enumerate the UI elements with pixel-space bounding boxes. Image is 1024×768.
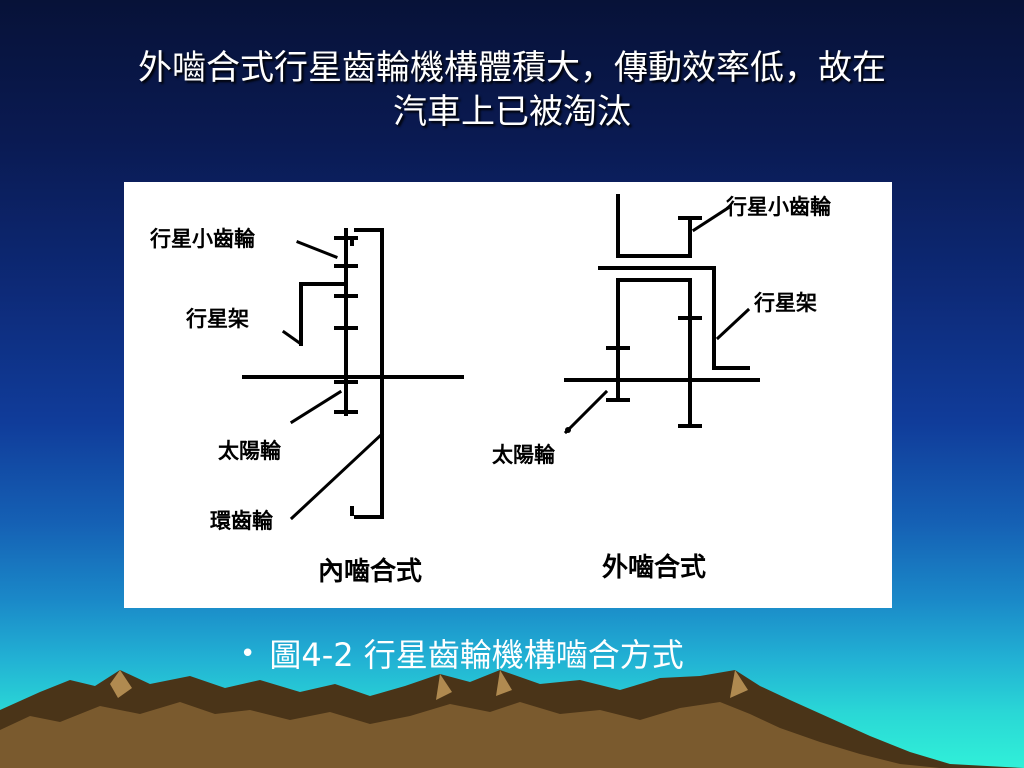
internal-ring-gear [354,228,384,519]
label-int-ring-gear: 環齒輪 [210,509,274,533]
label-int-name: 內嚙合式 [318,556,422,587]
gear-diagram: 行星小齒輪 行星架 太陽輪 環齒輪 內嚙合式 行星小齒輪 行星架 太陽輪 外嚙合… [149,194,832,587]
label-int-sun-gear: 太陽輪 [218,439,282,463]
leader-ext-sun-gear [563,389,609,435]
leader-planet-pinion [296,240,338,259]
label-ext-carrier: 行星架 [753,291,817,315]
leader-carrier [281,329,304,347]
label-ext-planet-pinion: 行星小齒輪 [725,195,832,219]
leader-ring-gear [289,431,385,521]
bullet: • [240,639,256,669]
external-carrier [616,278,692,428]
mountain-landscape [0,670,1024,768]
label-ext-sun-gear: 太陽輪 [492,443,556,467]
external-gear-drawing [563,194,760,435]
label-int-carrier: 行星架 [185,307,249,331]
caption-text: 圖4-2 行星齒輪機構嚙合方式 [269,636,684,674]
slide-title: 外嚙合式行星齒輪機構體積大，傳動效率低，故在 汽車上已被淘汰 [40,46,984,134]
figure-caption: • 圖4-2 行星齒輪機構嚙合方式 [240,632,684,677]
title-line-2: 汽車上已被淘汰 [393,92,631,132]
label-int-planet-pinion: 行星小齒輪 [149,227,256,251]
internal-carrier [299,282,348,346]
leader-sun-gear [289,389,343,425]
leader-ext-carrier [715,307,751,341]
leader-ext-planet-pinion [691,205,731,233]
title-line-1: 外嚙合式行星齒輪機構體積大，傳動效率低，故在 [138,48,886,88]
mountain-front [0,702,940,768]
internal-gear-drawing [242,228,464,521]
label-ext-name: 外嚙合式 [602,552,706,583]
figure-panel: 行星小齒輪 行星架 太陽輪 環齒輪 內嚙合式 行星小齒輪 行星架 太陽輪 外嚙合… [124,182,892,608]
external-carrier-upper [616,194,692,258]
